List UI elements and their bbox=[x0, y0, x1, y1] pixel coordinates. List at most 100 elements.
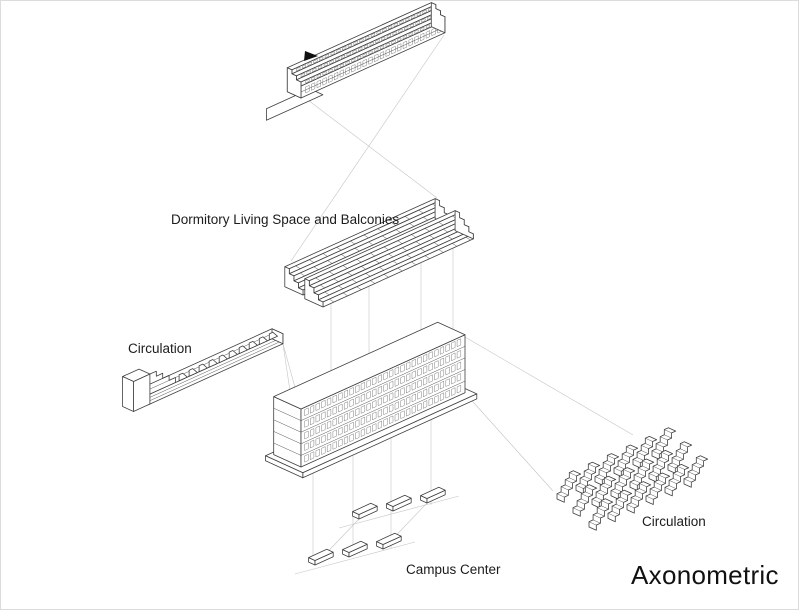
window-cell bbox=[355, 396, 360, 405]
window-cell bbox=[434, 383, 439, 392]
building-face bbox=[178, 372, 188, 382]
building-face bbox=[352, 502, 378, 515]
window-cell bbox=[304, 407, 309, 416]
building-face bbox=[198, 363, 208, 373]
building-face bbox=[284, 266, 304, 296]
detail-line bbox=[465, 237, 471, 241]
detail-line bbox=[669, 480, 677, 484]
window-cell bbox=[313, 59, 318, 64]
detail-line bbox=[418, 210, 424, 214]
window-cell bbox=[406, 361, 411, 370]
window-cell bbox=[417, 391, 422, 400]
detail-line bbox=[642, 465, 650, 470]
detail-line bbox=[680, 443, 688, 448]
window-cell bbox=[332, 394, 337, 404]
projection-line bbox=[338, 495, 460, 529]
building-face bbox=[268, 331, 278, 341]
building-face bbox=[273, 321, 466, 410]
window-cell bbox=[324, 53, 329, 59]
detail-line bbox=[680, 448, 688, 453]
window-cell bbox=[359, 38, 364, 43]
detail-line bbox=[402, 247, 407, 251]
projection-line bbox=[303, 96, 438, 199]
window-cell bbox=[353, 40, 358, 46]
window-cell bbox=[411, 358, 416, 368]
detail-line bbox=[673, 473, 681, 477]
window-cell bbox=[310, 451, 315, 460]
building-face bbox=[386, 494, 412, 507]
window-cell bbox=[456, 361, 461, 371]
detail-line bbox=[565, 484, 573, 489]
detail-line bbox=[404, 216, 410, 220]
window-cell bbox=[338, 415, 343, 424]
window-cell bbox=[357, 55, 362, 60]
window-cell bbox=[420, 26, 425, 32]
window-cell bbox=[315, 402, 320, 411]
detail-line bbox=[309, 259, 315, 263]
window-cell bbox=[351, 58, 356, 63]
window-cell bbox=[445, 355, 450, 364]
window-cell bbox=[323, 62, 328, 67]
window-cell bbox=[332, 429, 337, 438]
window-cell bbox=[338, 392, 343, 401]
window-cell bbox=[327, 432, 332, 441]
window-cell bbox=[344, 436, 348, 445]
window-cell bbox=[358, 46, 363, 52]
window-cell bbox=[332, 441, 337, 450]
detail-line bbox=[626, 446, 634, 451]
window-cell bbox=[382, 27, 387, 33]
window-cell bbox=[434, 371, 439, 381]
detail-line bbox=[601, 500, 609, 505]
window-cell bbox=[402, 40, 407, 49]
window-cell bbox=[440, 380, 444, 390]
detail-line bbox=[634, 474, 642, 479]
detail-line bbox=[688, 471, 696, 476]
window-cell bbox=[330, 51, 335, 56]
window-cell bbox=[338, 403, 343, 413]
window-cell bbox=[344, 412, 348, 422]
detail-line bbox=[420, 248, 426, 252]
window-cell bbox=[334, 72, 339, 81]
detail-line bbox=[569, 477, 577, 482]
building-face bbox=[304, 278, 324, 308]
window-cell bbox=[374, 47, 379, 52]
detail-line bbox=[660, 436, 668, 441]
window-cell bbox=[417, 402, 422, 412]
detail-line bbox=[612, 511, 620, 515]
detail-line bbox=[676, 455, 684, 460]
window-cell bbox=[434, 395, 439, 404]
window-cell bbox=[355, 407, 360, 417]
window-cell bbox=[377, 420, 382, 430]
window-cell bbox=[336, 48, 341, 53]
detail-line bbox=[397, 240, 403, 244]
window-cell bbox=[376, 30, 381, 35]
detail-line bbox=[584, 476, 592, 480]
projection-line bbox=[464, 336, 634, 436]
window-cell bbox=[397, 37, 402, 42]
window-cell bbox=[328, 68, 333, 73]
label-circulation-left: Circulation bbox=[128, 341, 192, 356]
window-cell bbox=[363, 44, 368, 49]
detail-line bbox=[669, 485, 677, 490]
window-cell bbox=[383, 394, 388, 404]
window-cell bbox=[316, 73, 321, 78]
window-cell bbox=[377, 397, 382, 406]
window-cell bbox=[344, 389, 348, 399]
window-cell bbox=[383, 406, 388, 415]
window-cell bbox=[316, 79, 321, 88]
detail-line bbox=[556, 493, 565, 498]
window-cell bbox=[411, 382, 416, 391]
detail-line bbox=[561, 486, 569, 491]
window-cell bbox=[362, 59, 367, 68]
detail-line bbox=[581, 493, 589, 498]
window-cell bbox=[440, 392, 444, 401]
detail-line bbox=[313, 266, 319, 270]
detail-line bbox=[300, 26, 445, 93]
detail-line bbox=[382, 235, 387, 239]
detail-line bbox=[597, 512, 605, 517]
window-cell bbox=[321, 423, 326, 432]
detail-line bbox=[677, 471, 685, 475]
window-cell bbox=[389, 415, 394, 424]
detail-line bbox=[581, 498, 589, 503]
